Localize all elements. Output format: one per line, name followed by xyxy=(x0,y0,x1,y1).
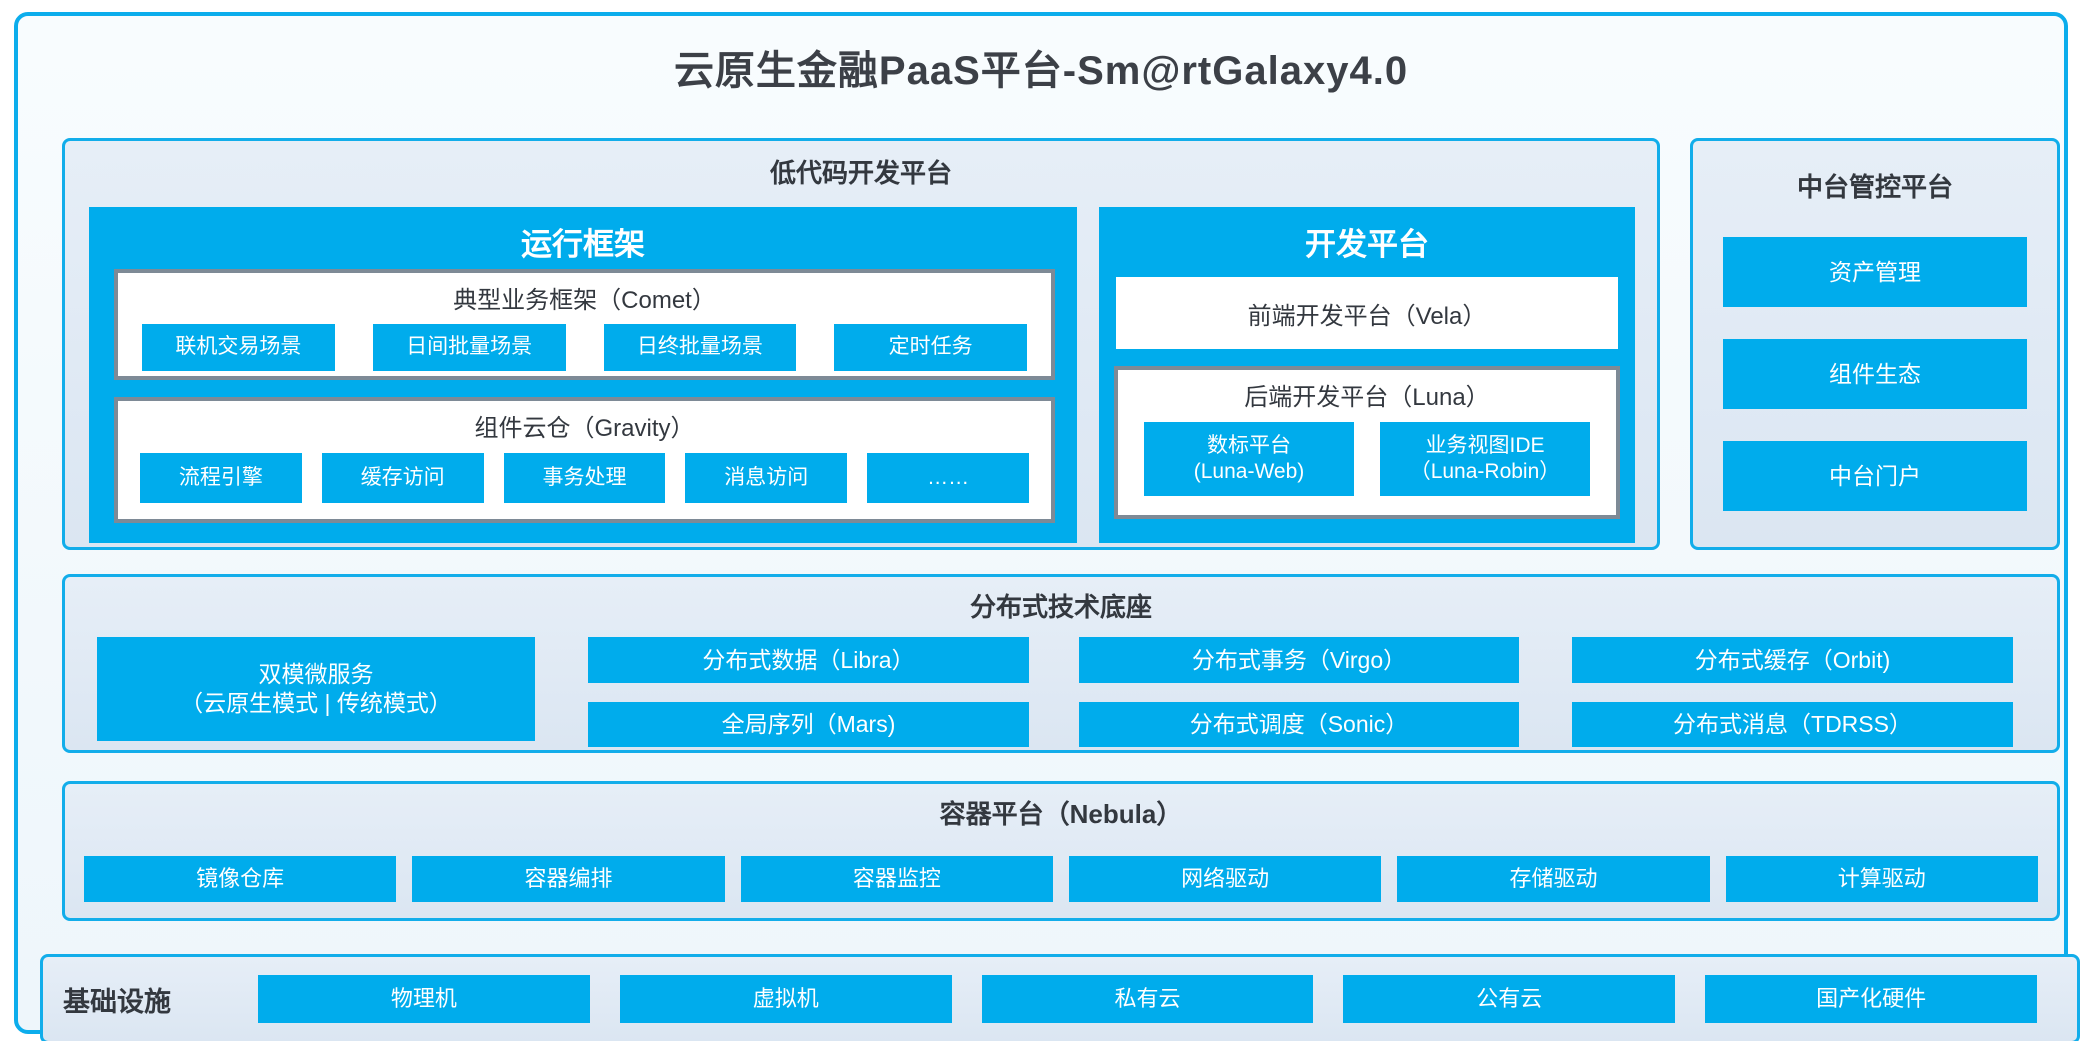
gravity-node-row: 流程引擎 缓存访问 事务处理 消息访问 …… xyxy=(118,453,1051,503)
diagram-node-dual-mode-microservice: 双模微服务 （云原生模式 | 传统模式） xyxy=(97,637,535,741)
gravity-frame: 组件云仓（Gravity） 流程引擎 缓存访问 事务处理 消息访问 …… xyxy=(114,397,1055,523)
dual-mode-line2: （云原生模式 | 传统模式） xyxy=(180,690,452,716)
diagram-node-daytime-batch: 日间批量场景 xyxy=(372,324,566,371)
diagram-node-image-repository: 镜像仓库 xyxy=(84,856,397,902)
luna-web-line1: 数标平台 xyxy=(1207,433,1291,457)
diagram-node-cache-access: 缓存访问 xyxy=(321,453,484,503)
comet-node-row: 联机交易场景 日间批量场景 日终批量场景 定时任务 xyxy=(118,324,1051,371)
comet-frame: 典型业务框架（Comet） 联机交易场景 日间批量场景 日终批量场景 定时任务 xyxy=(114,269,1055,380)
outer-frame: 云原生金融PaaS平台-Sm@rtGalaxy4.0 低代码开发平台 运行框架 … xyxy=(14,12,2080,1041)
luna-frame: 后端开发平台（Luna） 数标平台 (Luna-Web) 业务视图IDE （Lu… xyxy=(1114,366,1620,519)
diagram-node-distributed-cache-orbit: 分布式缓存（Orbit) xyxy=(1572,637,2013,683)
diagram-node-ellipsis: …… xyxy=(867,453,1029,503)
low-code-platform-title: 低代码开发平台 xyxy=(769,158,952,188)
diagram-node-transaction-processing: 事务处理 xyxy=(503,453,666,503)
diagram-node-distributed-data-libra: 分布式数据（Libra） xyxy=(588,637,1029,683)
panel-low-code-platform: 低代码开发平台 运行框架 典型业务框架（Comet） 联机交易场景 日间批量场景… xyxy=(62,138,1660,550)
diagram-node-vela: 前端开发平台（Vela） xyxy=(1116,277,1618,349)
runtime-framework-title: 运行框架 xyxy=(521,227,645,262)
diagram-node-container-orchestration: 容器编排 xyxy=(412,856,725,902)
diagram-node-message-access: 消息访问 xyxy=(685,453,848,503)
dual-mode-line1: 双模微服务 xyxy=(258,661,374,688)
mid-platform-title: 中台管控平台 xyxy=(1796,172,1953,202)
panel-mid-platform-control: 中台管控平台 资产管理 组件生态 中台门户 xyxy=(1690,138,2060,550)
diagram-node-distributed-transaction-virgo: 分布式事务（Virgo） xyxy=(1079,637,1519,683)
diagram-node-global-sequence-mars: 全局序列（Mars) xyxy=(588,702,1029,747)
diagram-node-network-driver: 网络驱动 xyxy=(1068,856,1382,902)
diagram-node-physical-machine: 物理机 xyxy=(258,975,590,1023)
panel-distributed-tech-base: 分布式技术底座 双模微服务 （云原生模式 | 传统模式） 分布式数据（Libra… xyxy=(62,574,2060,753)
luna-node-row: 数标平台 (Luna-Web) 业务视图IDE （Luna-Robin） xyxy=(1118,422,1616,496)
diagram-node-distributed-message-tdrss: 分布式消息（TDRSS） xyxy=(1572,702,2013,747)
comet-frame-title: 典型业务框架（Comet） xyxy=(453,287,716,314)
diagram-node-storage-driver: 存储驱动 xyxy=(1397,856,1710,902)
infrastructure-label: 基础设施 xyxy=(63,986,171,1017)
diagram-node-eod-batch: 日终批量场景 xyxy=(603,324,797,371)
luna-web-line2: (Luna-Web) xyxy=(1193,460,1305,483)
diagram-node-distributed-scheduling-sonic: 分布式调度（Sonic） xyxy=(1079,702,1519,747)
container-node-row: 镜像仓库 容器编排 容器监控 网络驱动 存储驱动 计算驱动 xyxy=(84,856,2038,902)
diagram-node-container-monitoring: 容器监控 xyxy=(740,856,1053,902)
distributed-tech-title: 分布式技术底座 xyxy=(969,592,1152,622)
luna-frame-title: 后端开发平台（Luna） xyxy=(1244,384,1490,411)
diagram-node-private-cloud: 私有云 xyxy=(981,975,1314,1023)
diagram-node-component-ecosystem: 组件生态 xyxy=(1723,339,2027,409)
diagram-node-domestic-hardware: 国产化硬件 xyxy=(1705,975,2037,1023)
diagram-node-asset-management: 资产管理 xyxy=(1723,237,2027,307)
dev-platform-box: 开发平台 前端开发平台（Vela） 后端开发平台（Luna） 数标平台 (Lun… xyxy=(1099,207,1635,543)
diagram-node-compute-driver: 计算驱动 xyxy=(1725,856,2038,902)
gravity-frame-title: 组件云仓（Gravity） xyxy=(474,415,695,442)
runtime-framework-box: 运行框架 典型业务框架（Comet） 联机交易场景 日间批量场景 日终批量场景 … xyxy=(89,207,1077,543)
luna-robin-line1: 业务视图IDE xyxy=(1425,433,1545,457)
luna-robin-line2: （Luna-Robin） xyxy=(1409,460,1561,483)
mid-platform-node-column: 资产管理 组件生态 中台门户 xyxy=(1723,237,2027,511)
panel-infrastructure: 基础设施 物理机 虚拟机 私有云 公有云 国产化硬件 xyxy=(40,954,2080,1041)
diagram-node-public-cloud: 公有云 xyxy=(1343,975,1676,1023)
diagram-node-virtual-machine: 虚拟机 xyxy=(619,975,952,1023)
container-platform-title: 容器平台（Nebula） xyxy=(939,799,1183,829)
diagram-node-process-engine: 流程引擎 xyxy=(140,453,302,503)
panel-container-platform: 容器平台（Nebula） 镜像仓库 容器编排 容器监控 网络驱动 存储驱动 计算… xyxy=(62,781,2060,921)
diagram-node-online-trading: 联机交易场景 xyxy=(142,324,335,371)
infrastructure-node-row: 物理机 虚拟机 私有云 公有云 国产化硬件 xyxy=(258,975,2037,1023)
page-title: 云原生金融PaaS平台-Sm@rtGalaxy4.0 xyxy=(673,49,1409,93)
dev-platform-title: 开发平台 xyxy=(1305,227,1429,262)
diagram-node-luna-robin: 业务视图IDE （Luna-Robin） xyxy=(1380,422,1590,496)
diagram-node-mid-platform-portal: 中台门户 xyxy=(1723,441,2027,511)
diagram-node-scheduled-task: 定时任务 xyxy=(834,324,1027,371)
diagram-node-luna-web: 数标平台 (Luna-Web) xyxy=(1144,422,1354,496)
